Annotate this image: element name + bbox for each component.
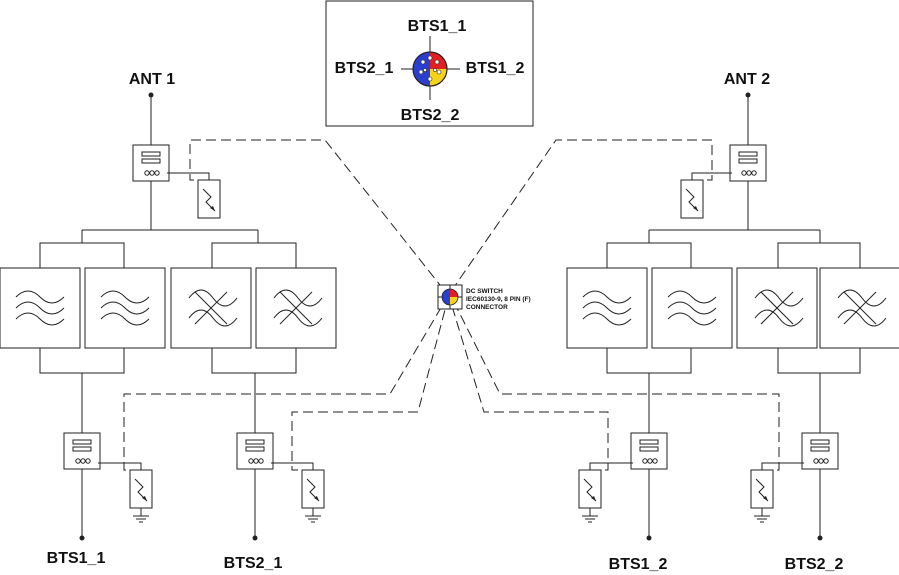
dc-switch-label-1: DC SWITCH [466,288,503,295]
left-branch [0,92,337,541]
antenna-1-label: ANT 1 [129,71,175,88]
legend-top-label: BTS1_1 [408,18,467,35]
legend-bottom-label: BTS2_2 [401,107,460,124]
dc-switch-label-3: CONNECTOR [466,304,508,311]
port-bts2-2-label: BTS2_2 [785,556,844,573]
right-branch [566,92,899,541]
legend-left-label: BTS2_1 [335,60,394,77]
dc-switch-label-2: IEC60130-9, 8 PIN (F) [466,296,531,303]
dc-switch-control-lines [123,139,780,471]
dc-switch-connector [437,284,463,310]
legend-right-label: BTS1_2 [466,60,525,77]
port-bts1-2-label: BTS1_2 [609,556,668,573]
port-bts2-1-label: BTS2_1 [224,555,283,572]
antenna-2-label: ANT 2 [724,71,770,88]
connector-pinout-icon [401,36,460,100]
port-bts1-1-label: BTS1_1 [47,550,106,567]
